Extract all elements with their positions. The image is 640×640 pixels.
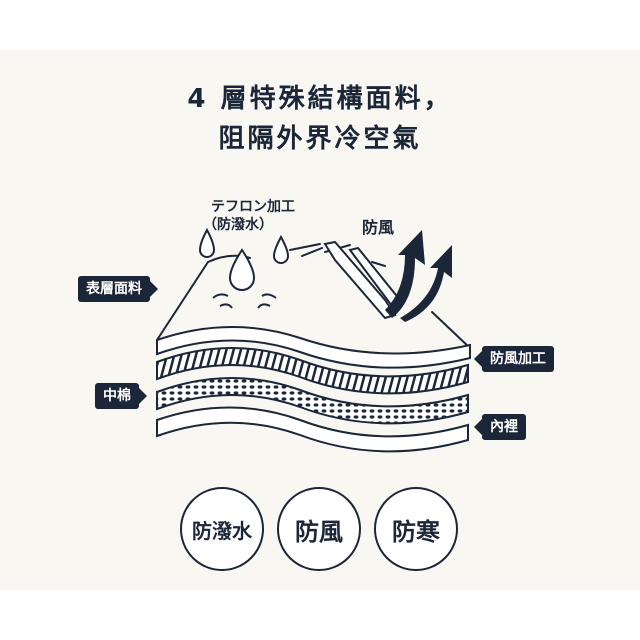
title-line-2: 阻隔外界冷空氣 <box>218 124 422 154</box>
water-drop-icon <box>272 234 290 264</box>
water-drop-icon <box>228 248 256 291</box>
feature-windproof: 防風 <box>277 487 361 571</box>
wind-arrow-icons <box>323 230 452 322</box>
tag-lining: 內裡 <box>474 414 526 440</box>
windproof-layer <box>156 347 469 395</box>
teflon-label: テフロン加工 <box>211 199 295 215</box>
windproof-label: 防風 <box>362 218 395 237</box>
teflon-sub-label: （防潑水） <box>203 217 273 233</box>
arrow-icon <box>400 245 452 322</box>
tag-outer-fabric: 表層面料 <box>78 276 158 302</box>
water-drop-icons <box>198 227 290 309</box>
feature-water-repellent: 防潑水 <box>180 487 264 571</box>
arrow-icon <box>385 230 425 318</box>
lining-layer <box>156 406 469 453</box>
padding-layer <box>156 377 469 425</box>
tag-padding: 中棉 <box>95 383 147 409</box>
outer-layer <box>156 325 471 369</box>
water-drop-icon <box>198 227 216 258</box>
title-line-1: 4 層特殊結構面料， <box>187 84 453 114</box>
feature-cold-proof: 防寒 <box>374 487 458 571</box>
tag-windproof: 防風加工 <box>474 346 554 372</box>
